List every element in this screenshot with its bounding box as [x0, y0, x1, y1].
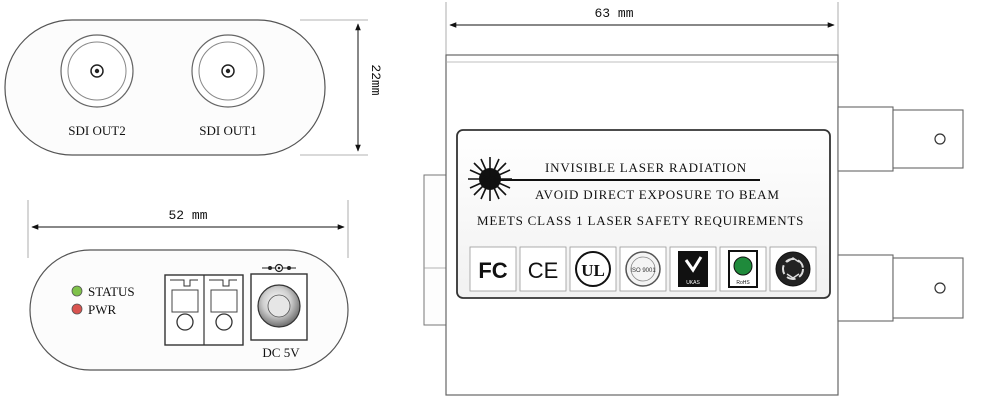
pwr-led	[71, 303, 83, 315]
bnc-connector-side-upper	[837, 106, 964, 172]
recycle-logo-icon	[769, 246, 817, 292]
ul-logo-icon: UL	[569, 246, 617, 292]
width-dimension-label: 52 mm	[168, 208, 207, 223]
status-led-label: STATUS	[88, 284, 135, 299]
pwr-led-label: PWR	[88, 302, 117, 317]
top-view-housing	[4, 19, 326, 156]
svg-text:RoHS: RoHS	[736, 280, 750, 286]
port-label-sdi-out2: SDI OUT2	[68, 123, 125, 138]
laser-starburst-icon	[468, 157, 760, 201]
dc-power-jack	[250, 263, 308, 341]
svg-text:CE: CE	[528, 258, 559, 283]
side-view: 63 mm	[423, 2, 964, 396]
length-dimension-label: 63 mm	[594, 6, 633, 21]
warning-line-2: AVOID DIRECT EXPOSURE TO BEAM	[535, 187, 780, 202]
svg-text:UL: UL	[581, 261, 605, 280]
fc-logo-icon: FC	[469, 246, 517, 292]
height-dimension-label: 22mm	[368, 64, 383, 95]
warning-line-3: MEETS CLASS 1 LASER SAFETY REQUIREMENTS	[477, 213, 804, 228]
svg-text:UKAS: UKAS	[686, 280, 700, 286]
bottom-view: 52 mm STATUS PWR DC 5V	[27, 200, 349, 371]
rohs-logo-icon: RoHS	[719, 246, 767, 292]
svg-text:FC: FC	[478, 258, 507, 283]
bnc-connector-2	[60, 34, 134, 108]
dc-5v-label: DC 5V	[262, 345, 300, 360]
iso-9001-logo-icon: ISO 9001	[619, 246, 667, 292]
svg-text:ISO 9001: ISO 9001	[630, 268, 656, 274]
fiber-connector-stub	[423, 174, 447, 326]
terminal-block	[164, 274, 244, 346]
ce-logo-icon: CE	[519, 246, 567, 292]
bnc-connector-side-lower	[837, 254, 964, 322]
top-view: SDI OUT2 SDI OUT1 22mm	[4, 19, 383, 156]
warning-line-1: INVISIBLE LASER RADIATION	[545, 160, 747, 175]
port-label-sdi-out1: SDI OUT1	[199, 123, 256, 138]
ukas-logo-icon: UKAS	[669, 246, 717, 292]
certification-logos: FC CE UL ISO 9001	[469, 246, 817, 292]
bnc-connector-1	[191, 34, 265, 108]
status-led	[71, 285, 83, 297]
